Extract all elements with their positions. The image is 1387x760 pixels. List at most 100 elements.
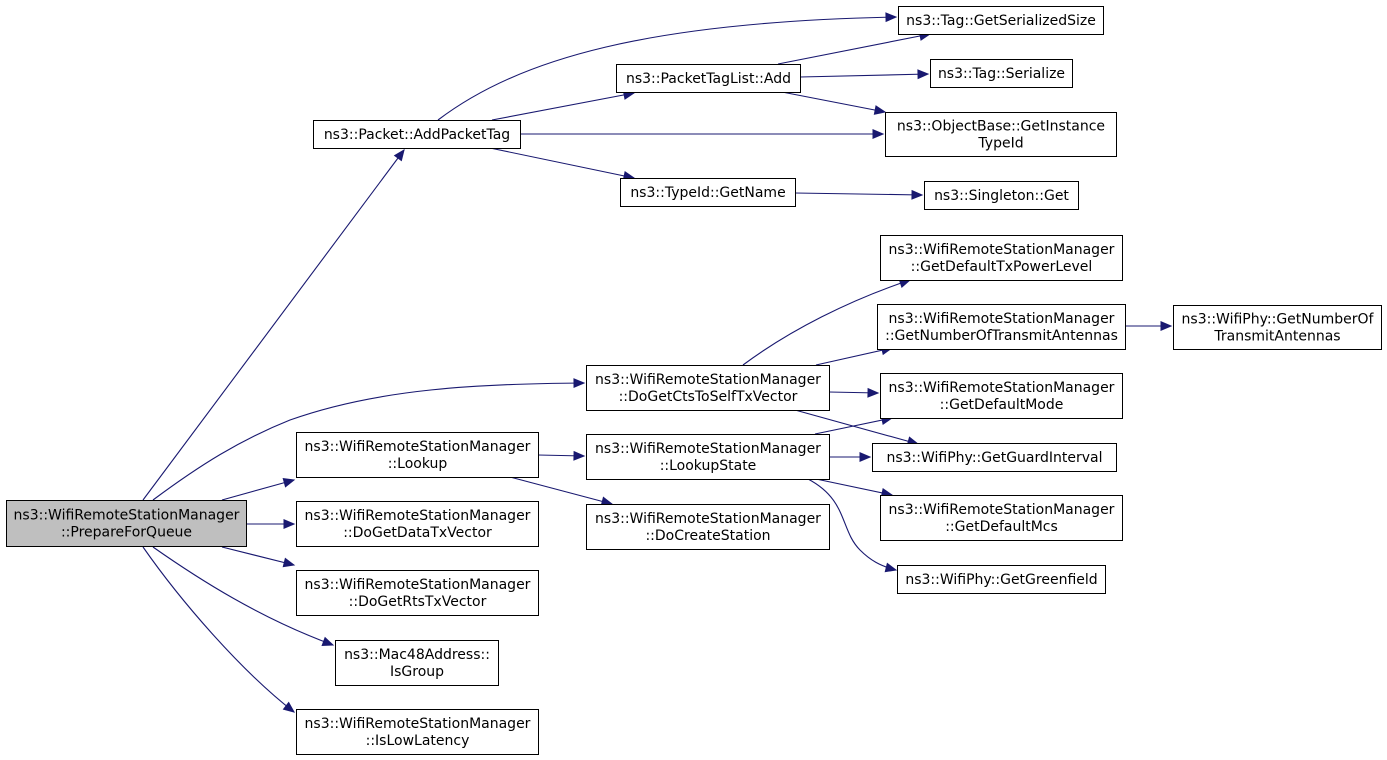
node-box (897, 565, 1106, 594)
node-phyGetNumTxAnt[interactable]: ns3::WifiPhy::GetNumberOfTransmitAntenna… (1173, 305, 1382, 350)
node-box (296, 432, 539, 478)
node-singletonGet[interactable]: ns3::Singleton::Get (924, 181, 1079, 210)
node-box (313, 120, 521, 149)
node-label-line: ::Lookup (388, 456, 448, 472)
node-isLowLatency[interactable]: ns3::WifiRemoteStationManager::IsLowLate… (296, 709, 539, 755)
edge-ptlAdd-to-tagSerialize (799, 69, 930, 80)
node-box (924, 181, 1079, 210)
node-lookupState[interactable]: ns3::WifiRemoteStationManager::LookupSta… (586, 434, 830, 480)
arrowhead-icon (872, 129, 885, 139)
edge-line (777, 33, 931, 65)
edge-line (221, 546, 295, 566)
node-box (880, 235, 1123, 281)
node-box (877, 304, 1126, 350)
node-prepare[interactable]: ns3::WifiRemoteStationManager::PrepareFo… (6, 500, 247, 547)
arrowhead-icon (573, 378, 586, 389)
node-getDefaultMode[interactable]: ns3::WifiRemoteStationManager::GetDefaul… (880, 373, 1123, 419)
node-box (880, 495, 1123, 541)
edge-prepare-to-lookup (221, 478, 296, 501)
node-box (296, 501, 539, 547)
arrowhead-icon (911, 189, 924, 200)
node-tagSerialize[interactable]: ns3::Tag::Serialize (930, 59, 1073, 88)
node-box (586, 504, 830, 550)
node-label-line: ::GetDefaultTxPowerLevel (911, 259, 1093, 275)
node-getGreenfield[interactable]: ns3::WifiPhy::GetGreenfield (897, 565, 1106, 594)
edge-line (509, 476, 613, 505)
edge-doGetCtsToSelf-to-getDefaultMode (828, 387, 880, 398)
node-macIsGroup[interactable]: ns3::Mac48Address::IsGroup (335, 640, 499, 686)
node-ptlAdd[interactable]: ns3::PacketTagList::Add (616, 64, 801, 93)
edge-line (489, 147, 635, 179)
edge-getNumTxAntMgr-to-phyGetNumTxAnt (1125, 321, 1173, 331)
edge-prepare-to-doGetDataTxVector (246, 519, 296, 529)
edge-line (814, 417, 893, 435)
node-lookup[interactable]: ns3::WifiRemoteStationManager::Lookup (296, 432, 539, 478)
node-label-line: ::GetNumberOfTransmitAntennas (885, 328, 1118, 344)
node-box (885, 112, 1117, 157)
node-box (335, 640, 499, 686)
node-addPacketTag[interactable]: ns3::Packet::AddPacketTag (313, 120, 521, 149)
edge-typeIdGetName-to-singletonGet (794, 189, 924, 200)
node-label-line: ns3::WifiRemoteStationManager (889, 242, 1115, 258)
node-getDefaultMcs[interactable]: ns3::WifiRemoteStationManager::GetDefaul… (880, 495, 1123, 541)
node-label-line: ns3::WifiRemoteStationManager (889, 502, 1115, 518)
node-doGetDataTxVector[interactable]: ns3::WifiRemoteStationManager::DoGetData… (296, 501, 539, 547)
node-getGuardInterval[interactable]: ns3::WifiPhy::GetGuardInterval (872, 443, 1117, 472)
edge-ptlAdd-to-objGetInstanceTypeId (781, 91, 887, 115)
edge-line (152, 382, 585, 501)
arrowhead-icon (884, 562, 898, 573)
node-doGetCtsToSelf[interactable]: ns3::WifiRemoteStationManager::DoGetCtsT… (586, 365, 830, 411)
node-box (872, 443, 1117, 472)
arrowhead-icon (1160, 321, 1173, 331)
node-label-line: ::DoGetRtsTxVector (349, 594, 487, 610)
arrowhead-icon (282, 701, 296, 713)
edge-line (437, 16, 897, 121)
edge-lookupState-to-getGuardInterval (829, 452, 872, 462)
arrowhead-icon (917, 69, 930, 80)
node-label-line: ::DoGetDataTxVector (343, 525, 492, 541)
node-doGetRtsTxVector[interactable]: ns3::WifiRemoteStationManager::DoGetRtsT… (296, 570, 539, 616)
nodes-layer: ns3::WifiRemoteStationManager::PrepareFo… (6, 6, 1382, 755)
node-typeIdGetName[interactable]: ns3::TypeId::GetName (620, 178, 796, 207)
node-label-line: ns3::Tag::Serialize (938, 66, 1065, 82)
edge-addPacketTag-to-typeIdGetName (489, 147, 636, 181)
edge-ptlAdd-to-tagGetSerializedSize (777, 31, 932, 65)
edge-line (221, 479, 295, 501)
edge-prepare-to-isLowLatency (142, 546, 296, 713)
node-label-line: ns3::ObjectBase::GetInstance (897, 119, 1105, 135)
node-getDefaultTxPowerLevel[interactable]: ns3::WifiRemoteStationManager::GetDefaul… (880, 235, 1123, 281)
node-label-line: TypeId (977, 136, 1023, 152)
edge-line (794, 192, 923, 196)
edges-layer (142, 12, 1173, 713)
node-doCreateStation[interactable]: ns3::WifiRemoteStationManager::DoCreateS… (586, 504, 830, 550)
node-label-line: ns3::WifiRemoteStationManager (305, 716, 531, 732)
node-label-line: ns3::PacketTagList::Add (626, 71, 791, 87)
node-tagGetSerializedSize[interactable]: ns3::Tag::GetSerializedSize (898, 6, 1104, 35)
node-box (296, 709, 539, 755)
edge-prepare-to-addPacketTag (142, 148, 405, 501)
node-getNumTxAntMgr[interactable]: ns3::WifiRemoteStationManager::GetNumber… (877, 304, 1126, 350)
node-label-line: ns3::WifiPhy::GetGreenfield (905, 572, 1097, 588)
arrowhead-icon (859, 452, 872, 462)
node-label-line: ns3::WifiRemoteStationManager (595, 511, 821, 527)
node-label-line: ns3::WifiRemoteStationManager (14, 508, 240, 524)
edge-line (815, 478, 893, 496)
node-label-line: ::LookupState (660, 458, 757, 474)
node-label-line: ns3::Mac48Address:: (344, 647, 490, 663)
node-label-line: ns3::WifiRemoteStationManager (595, 372, 821, 388)
node-label-line: TransmitAntennas (1213, 329, 1340, 345)
arrowhead-icon (873, 105, 887, 115)
node-label-line: ::GetDefaultMcs (945, 519, 1058, 535)
arrowhead-icon (282, 557, 296, 568)
edge-lookupState-to-getGreenfield (807, 478, 898, 573)
node-label-line: ::DoGetCtsToSelfTxVector (619, 389, 798, 405)
edge-addPacketTag-to-ptlAdd (491, 90, 636, 121)
node-box (586, 365, 830, 411)
node-box (620, 178, 796, 207)
node-label-line: ns3::Tag::GetSerializedSize (906, 13, 1096, 29)
edge-prepare-to-macIsGroup (152, 546, 335, 647)
edge-lookupState-to-getDefaultMcs (815, 478, 894, 498)
arrowhead-icon (573, 450, 586, 461)
node-box (898, 6, 1104, 35)
